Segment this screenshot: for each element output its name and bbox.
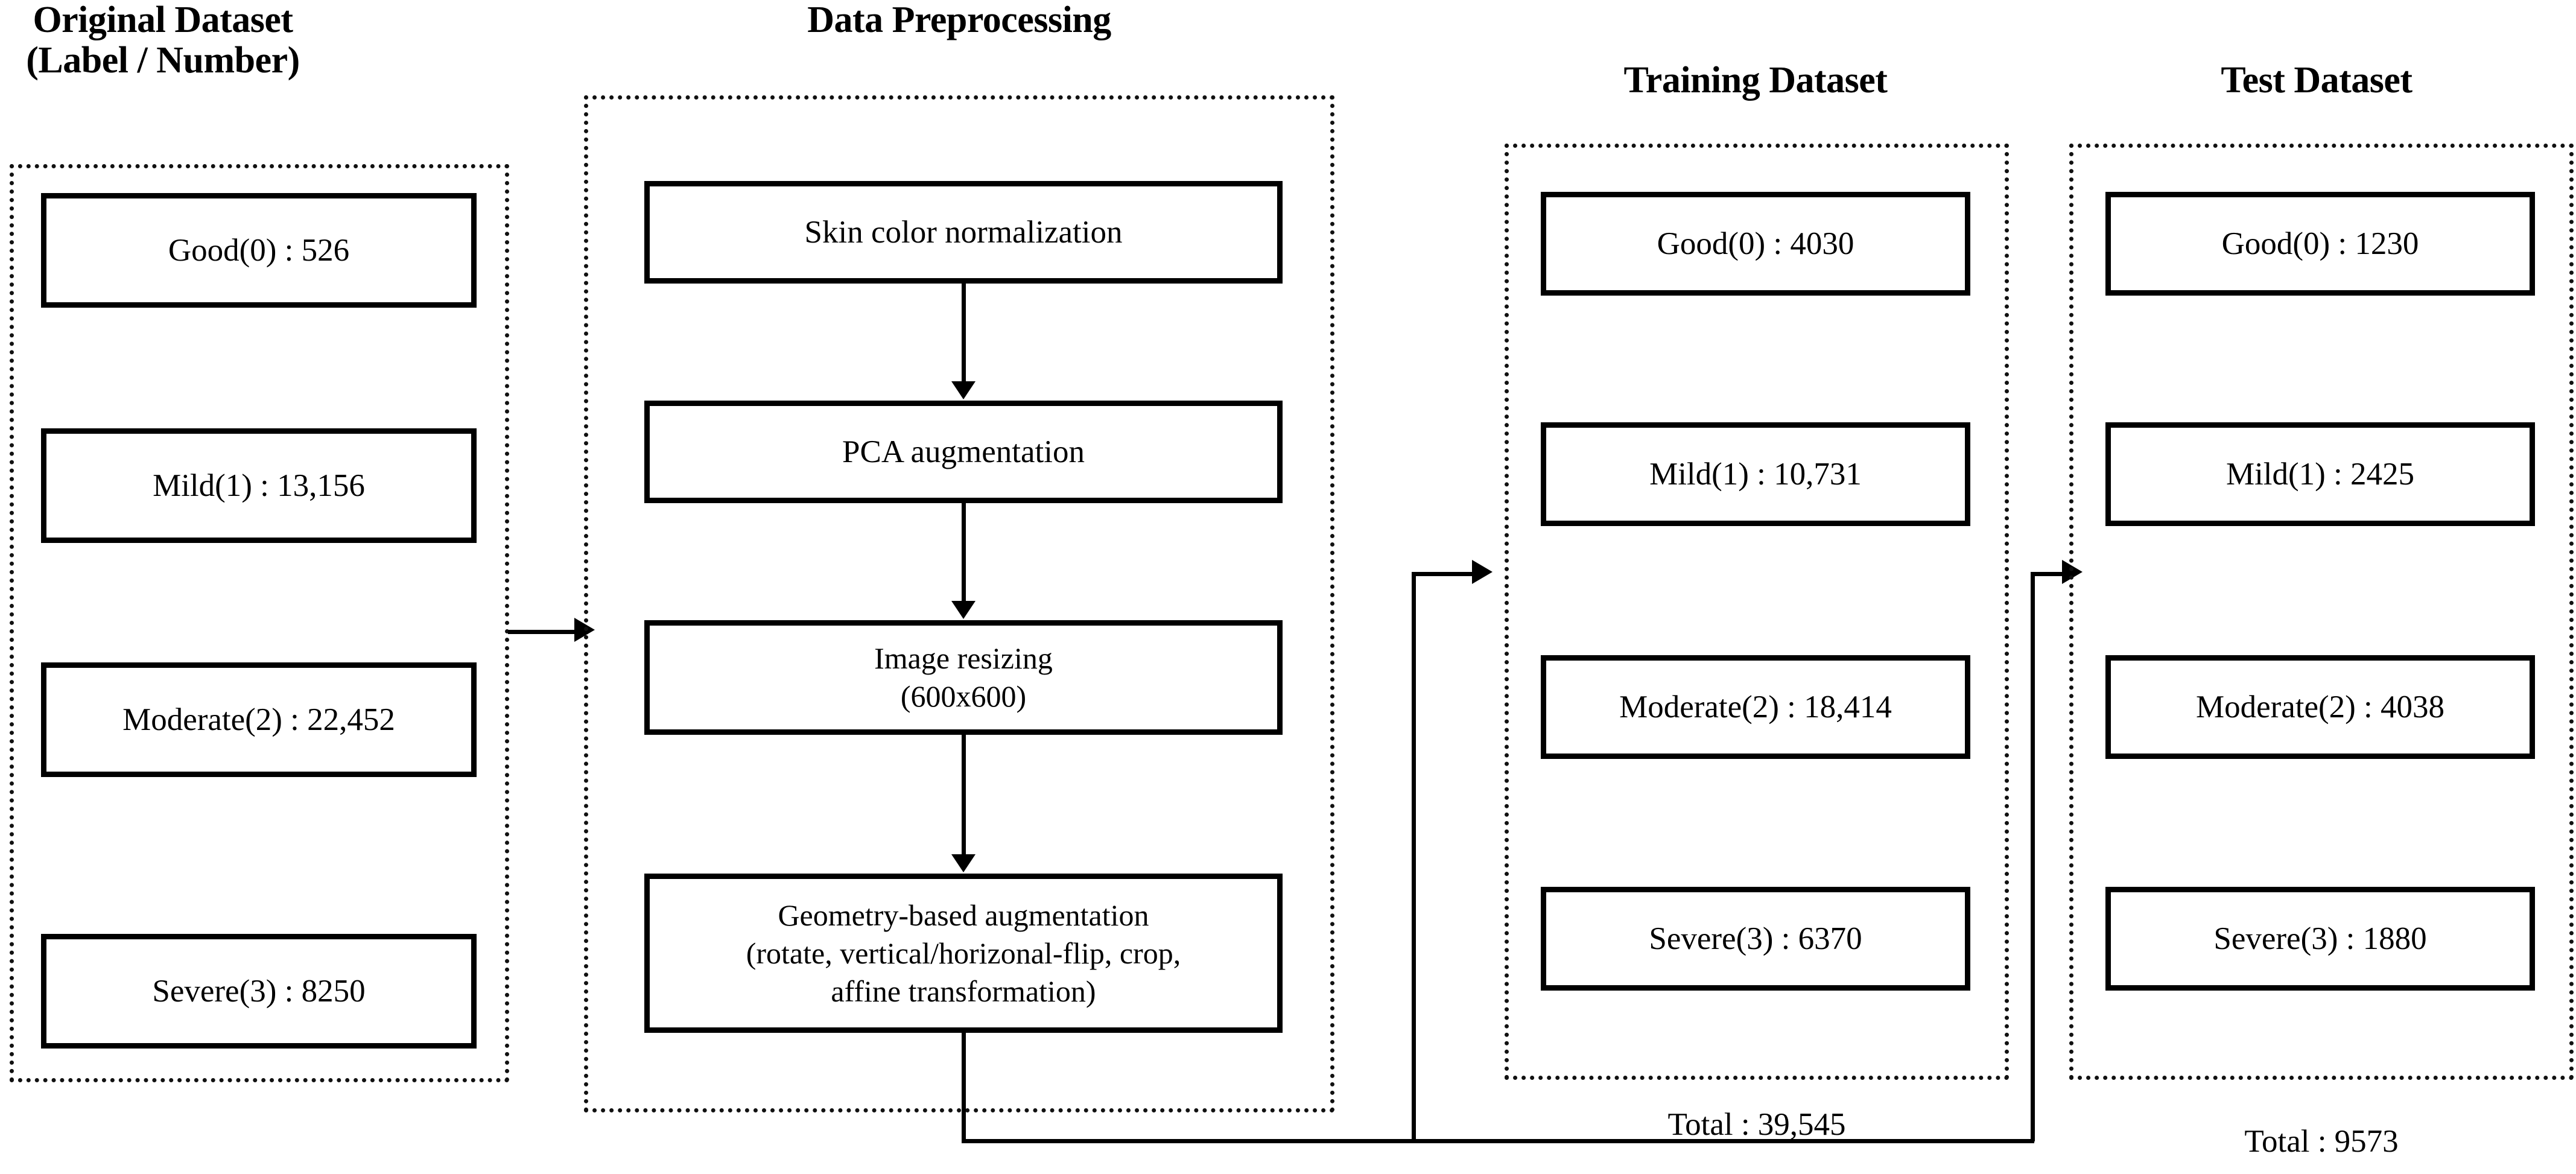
original-item-severe: Severe(3) : 8250 bbox=[41, 934, 477, 1049]
connector-step3-to-step4 bbox=[962, 735, 966, 860]
preprocessing-step-image-resizing: Image resizing (600x600) bbox=[644, 620, 1283, 735]
test-dataset-title: Test Dataset bbox=[2221, 60, 2413, 101]
test-dataset-group bbox=[2069, 144, 2574, 1080]
original-item-moderate: Moderate(2) : 22,452 bbox=[41, 662, 477, 777]
arrowhead-step2-to-step3 bbox=[951, 601, 976, 619]
connector-into-test bbox=[2031, 572, 2068, 576]
preprocessing-step-pca-augmentation: PCA augmentation bbox=[644, 401, 1283, 503]
training-total-label: Total : 39,545 bbox=[1667, 1107, 1846, 1142]
connector-preprocessing-drop bbox=[962, 1033, 966, 1141]
training-dataset-group bbox=[1505, 144, 2009, 1080]
original-dataset-group bbox=[10, 164, 509, 1082]
training-item-moderate: Moderate(2) : 18,414 bbox=[1541, 655, 1970, 759]
training-item-severe: Severe(3) : 6370 bbox=[1541, 887, 1970, 991]
arrowhead-step1-to-step2 bbox=[951, 381, 976, 399]
test-total-label: Total : 9573 bbox=[2244, 1124, 2399, 1159]
connector-into-training bbox=[1412, 572, 1478, 576]
data-preprocessing-group bbox=[584, 95, 1334, 1112]
arrowhead-into-training bbox=[1472, 560, 1493, 584]
test-item-mild: Mild(1) : 2425 bbox=[2105, 422, 2535, 526]
test-item-moderate: Moderate(2) : 4038 bbox=[2105, 655, 2535, 759]
connector-step1-to-step2 bbox=[962, 284, 966, 387]
test-item-good: Good(0) : 1230 bbox=[2105, 192, 2535, 296]
training-item-mild: Mild(1) : 10,731 bbox=[1541, 422, 1970, 526]
test-item-severe: Severe(3) : 1880 bbox=[2105, 887, 2535, 991]
original-item-good: Good(0) : 526 bbox=[41, 193, 477, 308]
connector-step2-to-step3 bbox=[962, 503, 966, 607]
preprocessing-step-geometry-augmentation: Geometry-based augmentation (rotate, ver… bbox=[644, 874, 1283, 1033]
connector-split-horizontal-bus bbox=[962, 1139, 2034, 1143]
preprocessing-step-skin-color-normalization: Skin color normalization bbox=[644, 181, 1283, 284]
original-dataset-title: Original Dataset (Label / Number) bbox=[26, 0, 300, 81]
connector-original-to-preprocessing bbox=[508, 630, 579, 634]
training-item-good: Good(0) : 4030 bbox=[1541, 192, 1970, 296]
data-preprocessing-title: Data Preprocessing bbox=[807, 0, 1111, 40]
training-dataset-title: Training Dataset bbox=[1623, 60, 1888, 101]
original-item-mild: Mild(1) : 13,156 bbox=[41, 428, 477, 543]
connector-riser-training bbox=[1412, 572, 1416, 1141]
arrowhead-step3-to-step4 bbox=[951, 854, 976, 872]
connector-riser-test bbox=[2031, 572, 2035, 1141]
